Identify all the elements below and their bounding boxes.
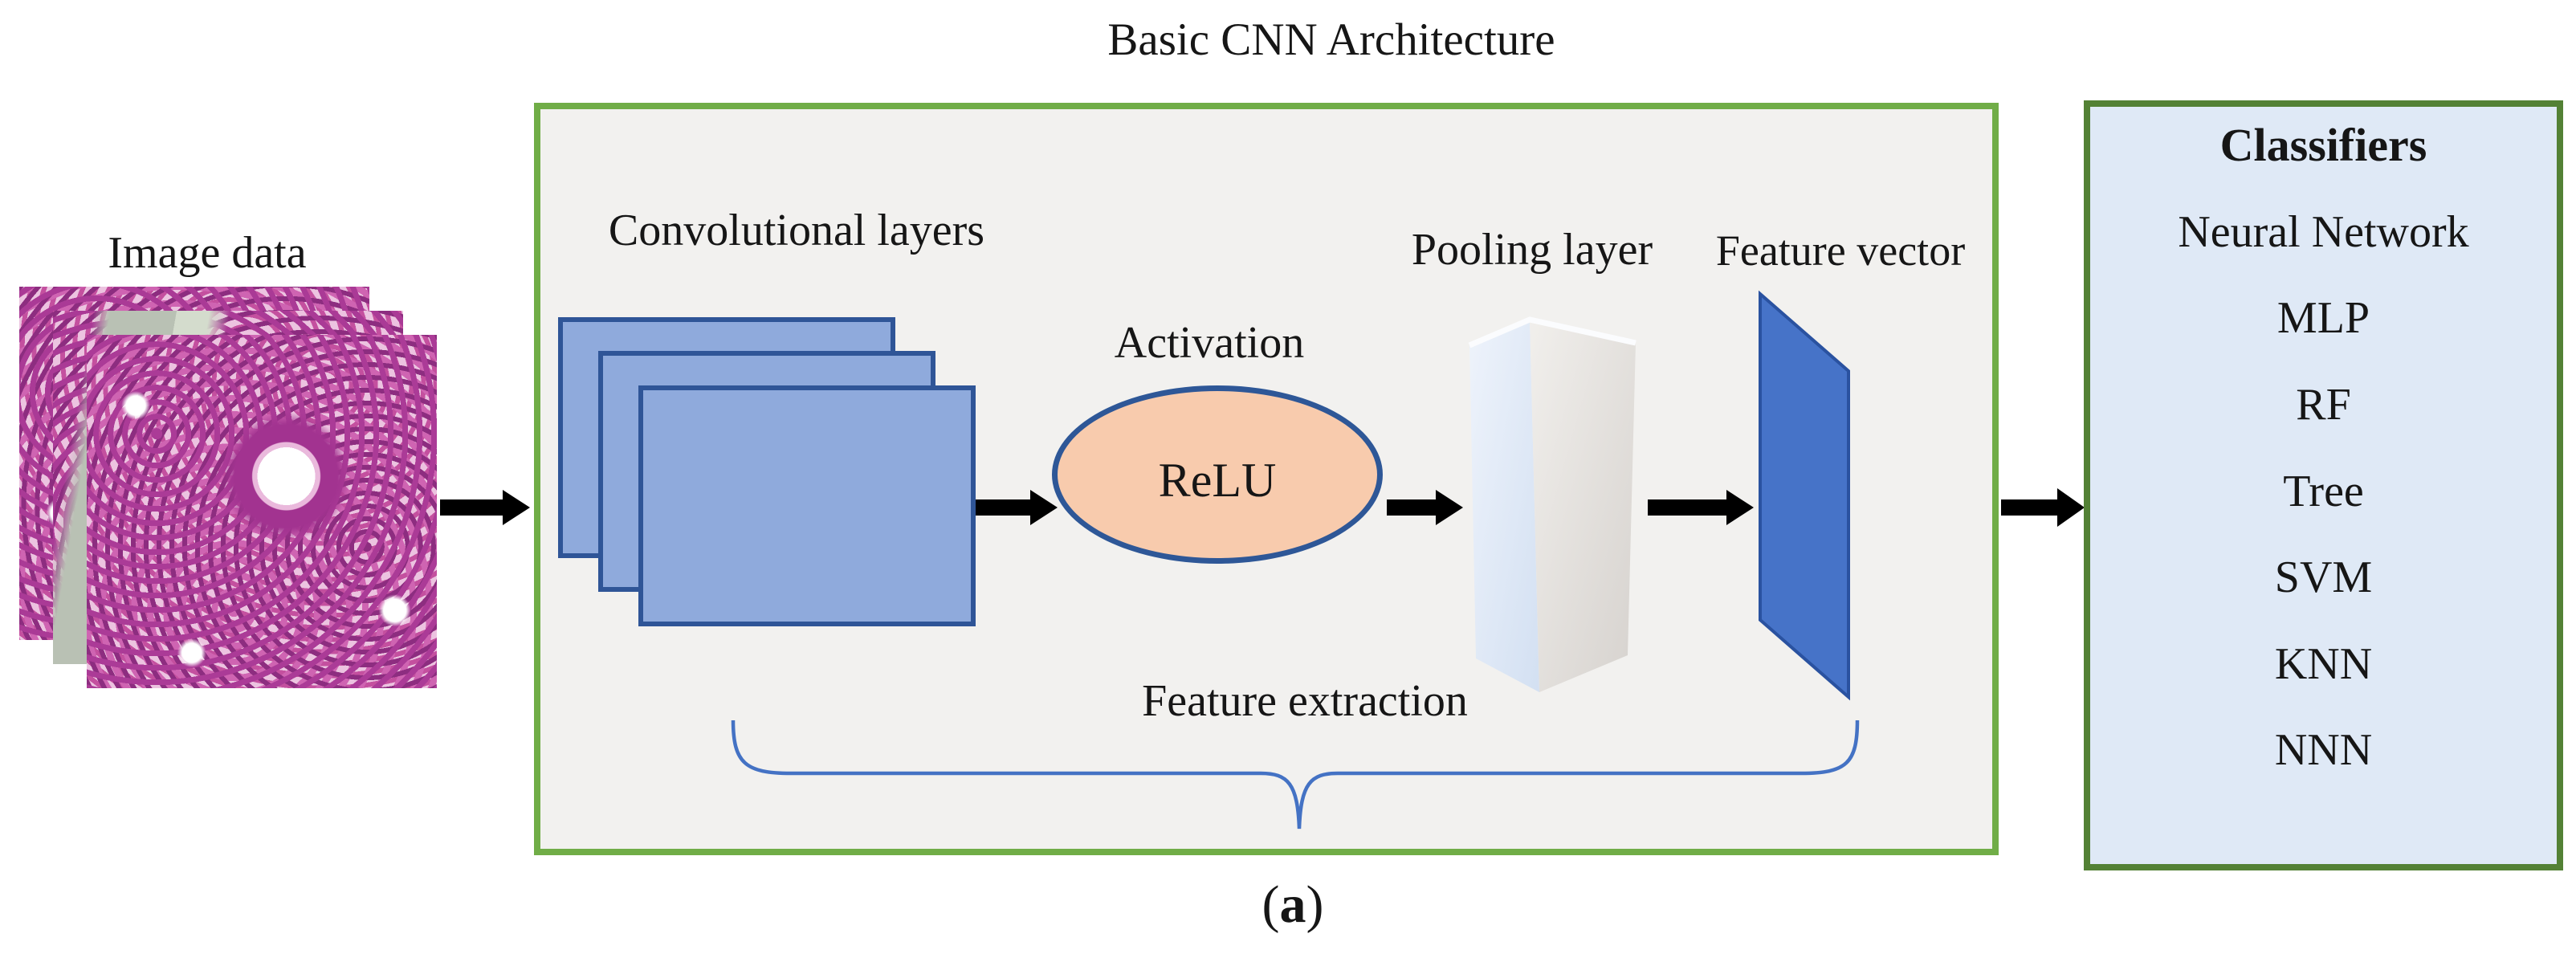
figure-title: Basic CNN Architecture: [1107, 14, 1555, 65]
convolutional-layers-label: Convolutional layers: [608, 206, 985, 255]
classifier-item-svm: SVM: [2274, 552, 2373, 603]
feature-extraction-brace: [731, 720, 1860, 830]
arrow-body: [1648, 499, 1728, 516]
pooling-layer-label: Pooling layer: [1411, 225, 1653, 275]
pooling-prism-right-face: [1530, 320, 1636, 692]
arrow-head: [2057, 488, 2085, 527]
arrow-head: [1726, 490, 1754, 525]
classifiers-title: Classifiers: [2219, 119, 2427, 171]
image-data-label: Image data: [108, 228, 307, 278]
pooling-to-feature-vector-arrow-icon: [1648, 490, 1754, 525]
feature-vector-label: Feature vector: [1715, 226, 1966, 275]
activation-ellipse: ReLU: [1052, 385, 1383, 564]
output-arrow-icon: [2001, 488, 2085, 527]
arrow-head: [503, 490, 530, 525]
subfigure-caption: (a): [1262, 877, 1324, 932]
relu-label: ReLU: [1158, 453, 1277, 507]
classifier-item-knn: KNN: [2274, 638, 2373, 689]
conv-layer-rect-front: [638, 385, 976, 626]
caption-open-paren: (: [1262, 875, 1280, 934]
feature-vector-shape: [1759, 290, 1850, 701]
classifier-item-neural-network: Neural Network: [2178, 206, 2469, 257]
arrow-body: [440, 499, 506, 516]
caption-close-paren: ): [1306, 875, 1324, 934]
arrow-head: [1436, 490, 1463, 525]
arrow-body: [1387, 499, 1437, 516]
classifier-item-rf: RF: [2296, 379, 2351, 430]
caption-letter: a: [1279, 875, 1306, 934]
arrow-body: [2001, 499, 2059, 516]
pooling-prism-left-face: [1469, 320, 1539, 692]
conv-to-activation-arrow-icon: [976, 490, 1058, 525]
classifiers-box: Classifiers Neural Network MLP RF Tree S…: [2084, 100, 2563, 870]
input-arrow-icon: [440, 490, 530, 525]
activation-label: Activation: [1114, 318, 1305, 368]
classifier-item-nnn: NNN: [2274, 725, 2373, 776]
activation-to-pooling-arrow-icon: [1387, 490, 1463, 525]
pooling-prism: [1468, 316, 1636, 692]
histology-image-front: [87, 335, 437, 688]
classifier-item-tree: Tree: [2283, 466, 2364, 516]
feature-extraction-label: Feature extraction: [1142, 676, 1468, 726]
arrow-head: [1030, 490, 1058, 525]
pooling-prism-top-highlight: [1468, 316, 1636, 349]
classifier-item-mlp: MLP: [2276, 293, 2370, 344]
arrow-body: [976, 499, 1033, 516]
